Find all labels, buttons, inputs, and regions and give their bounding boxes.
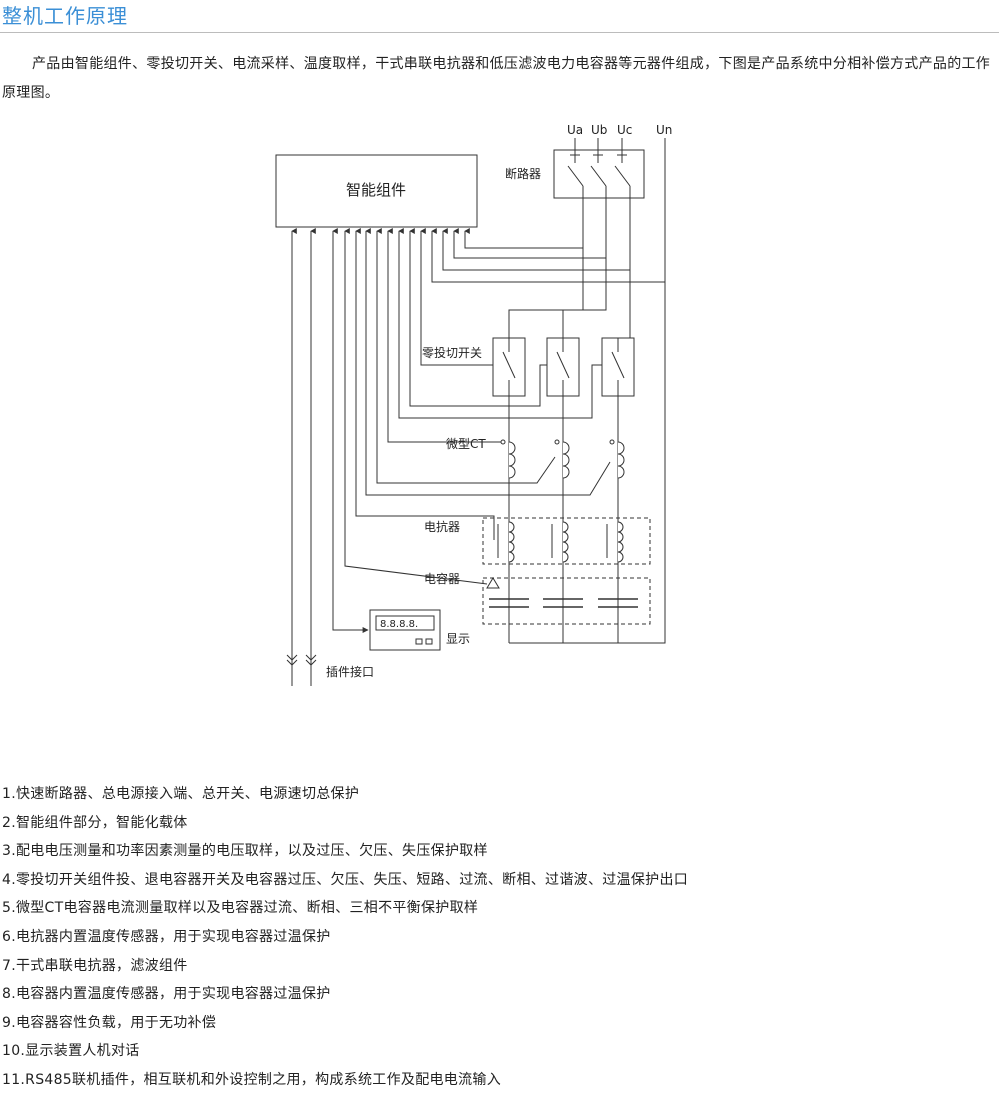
display-link <box>332 228 369 633</box>
switch-control-b <box>409 228 547 407</box>
intro-paragraph: 产品由智能组件、零投切开关、电流采样、温度取样，干式串联电抗器和低压滤波电力电容… <box>2 56 991 101</box>
phase-label-c: Uc <box>617 123 632 137</box>
smart-module-label: 智能组件 <box>346 181 406 199</box>
list-item: 1.快速断路器、总电源接入端、总开关、电源速切总保护 <box>2 786 360 802</box>
list-item: 8.电容器内置温度传感器，用于实现电容器过温保护 <box>2 986 331 1003</box>
display-digits: 8.8.8.8. <box>380 619 418 630</box>
ct-signal-c <box>365 228 611 496</box>
ct-signal-b <box>376 228 556 484</box>
capacitor-box <box>482 577 651 625</box>
voltage-sample-b <box>453 228 606 259</box>
ct-signal-a <box>387 228 501 443</box>
voltage-sample-a <box>464 228 583 249</box>
phase-label-a: Ua <box>567 123 583 137</box>
list-item: 11.RS485联机插件，相互联机和外设控制之用，构成系统工作及配电电流输入 <box>2 1071 501 1088</box>
ct-coils <box>500 439 625 479</box>
working-principle-diagram: Ua Ub Uc Un 智能组件 断路器 零投 <box>275 123 672 686</box>
neutral-line <box>509 138 666 644</box>
list-item: 2.智能组件部分，智能化载体 <box>2 814 188 831</box>
feeder-b <box>562 198 607 338</box>
switch-boxes <box>492 337 635 397</box>
breaker-contacts <box>567 138 631 198</box>
display-button-2 <box>425 638 433 645</box>
display-button-1 <box>415 638 423 645</box>
breaker-box <box>553 149 645 199</box>
capacitor-temp-sensor <box>486 577 500 589</box>
switch-control-c <box>398 228 602 419</box>
reactor-box <box>482 517 651 565</box>
list-item: 3.配电电压测量和功率因素测量的电压取样，以及过压、欠压、失压保护取样 <box>2 843 488 860</box>
neutral-label: Un <box>656 123 672 137</box>
page-title: 整机工作原理 <box>2 4 128 28</box>
voltage-sample-n <box>431 228 665 283</box>
title-divider <box>0 32 999 33</box>
breaker-label: 断路器 <box>505 166 541 181</box>
capacitor-plates <box>489 598 638 608</box>
smart-module-box <box>275 154 478 228</box>
switch-control-a <box>420 228 493 366</box>
list-item: 7.干式串联电抗器，滤波组件 <box>2 957 188 974</box>
notes-list: 1.快速断路器、总电源接入端、总开关、电源速切总保护 2.智能组件部分，智能化载… <box>2 780 997 1095</box>
list-item: 6.电抗器内置温度传感器，用于实现电容器过温保护 <box>2 928 331 945</box>
list-item: 10.显示装置人机对话 <box>2 1043 140 1060</box>
display-screen <box>375 615 435 631</box>
plugin-label: 插件接口 <box>326 664 374 679</box>
list-item: 9.电容器容性负载，用于无功补偿 <box>2 1014 217 1031</box>
plugin-connectors <box>286 654 317 666</box>
switch-label: 零投切开关 <box>422 345 482 360</box>
display-label: 显示 <box>446 632 470 646</box>
list-item: 5.微型CT电容器电流测量取样以及电容器过流、断相、三相不平衡保护取样 <box>2 900 479 917</box>
phase-labels: Ua Ub Uc Un <box>567 123 672 137</box>
list-item: 4.零投切开关组件投、退电容器开关及电容器过压、欠压、失压、短路、过流、断相、过… <box>2 871 689 888</box>
feeder-a <box>508 198 584 338</box>
phase-label-b: Ub <box>591 123 607 137</box>
voltage-sample-c <box>442 228 630 271</box>
reactor-coils <box>497 521 624 563</box>
ct-label: 微型CT <box>446 437 486 451</box>
display-box <box>369 609 441 651</box>
reactor-label: 电抗器 <box>424 519 460 534</box>
